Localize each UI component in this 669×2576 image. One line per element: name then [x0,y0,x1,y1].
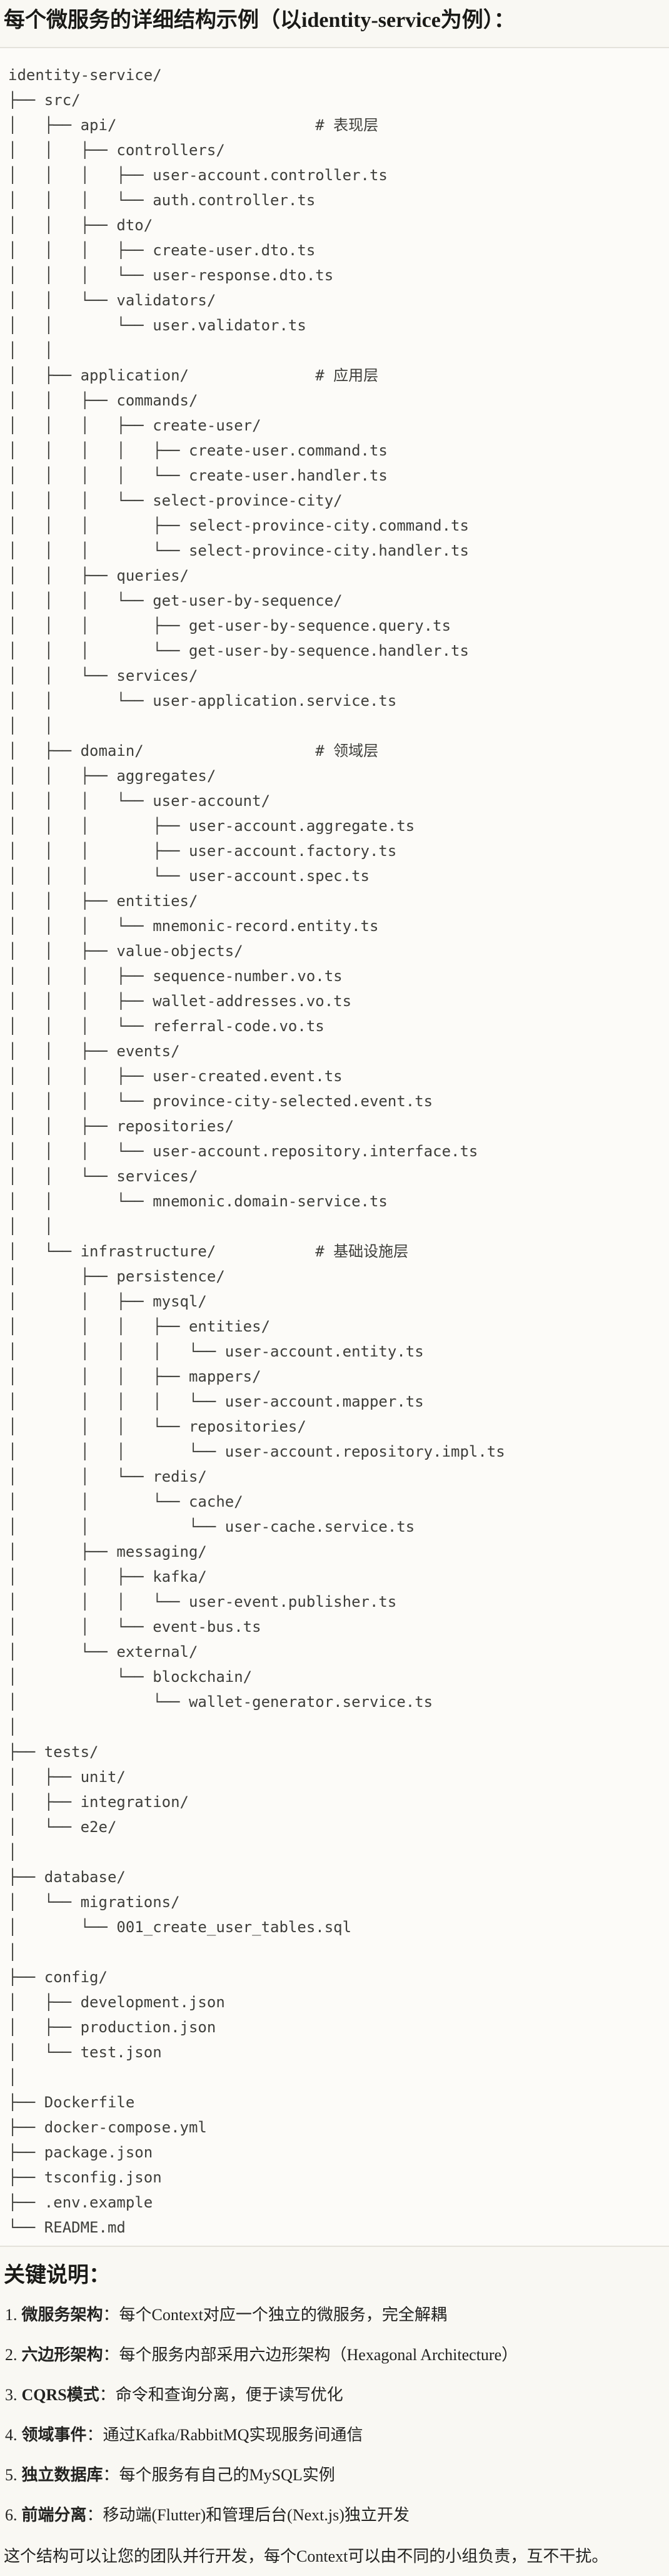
list-item-text: ：每个Context对应一个独立的微服务，完全解耦 [103,2306,447,2324]
notes-heading: 关键说明： [4,2264,110,2287]
list-item-text: ：移动端(Flutter)和管理后台(Next.js)独立开发 [86,2506,410,2524]
list-item: 6.前端分离：移动端(Flutter)和管理后台(Next.js)独立开发 [5,2503,663,2528]
directory-tree: identity-service/ ├── src/ │ ├── api/ # … [8,66,505,2236]
page-title: 每个微服务的详细结构示例（以identity-service为例）： [4,9,515,32]
list-item-number: 2. [5,2346,18,2364]
code-block: identity-service/ ├── src/ │ ├── api/ # … [0,47,669,2247]
list-item: 1.微服务架构：每个Context对应一个独立的微服务，完全解耦 [5,2303,663,2328]
list-item-label: 独立数据库 [21,2466,103,2484]
list-item: 2.六边形架构：每个服务内部采用六边形架构（Hexagonal Architec… [5,2343,663,2368]
list-item-label: 六边形架构 [21,2346,103,2364]
list-item-text: ：每个服务内部采用六边形架构（Hexagonal Architecture） [103,2346,518,2364]
list-item-text: ：每个服务有自己的MySQL实例 [103,2466,335,2484]
list-item-text: ：通过Kafka/RabbitMQ实现服务间通信 [86,2426,363,2444]
list-item-number: 1. [5,2306,18,2324]
list-item-number: 5. [5,2466,18,2484]
list-item-number: 4. [5,2426,18,2444]
list-item: 3.CQRS模式：命令和查询分离，便于读写优化 [5,2383,663,2408]
notes-section: 关键说明： 1.微服务架构：每个Context对应一个独立的微服务，完全解耦 2.… [0,2262,669,2569]
footer-paragraph: 这个结构可以让您的团队并行开发，每个Context可以由不同的小组负责，互不干扰… [4,2547,608,2565]
list-item: 5.独立数据库：每个服务有自己的MySQL实例 [5,2463,663,2488]
list-item-number: 3. [5,2386,18,2404]
list-item-label: 前端分离 [21,2506,87,2524]
list-item: 4.领域事件：通过Kafka/RabbitMQ实现服务间通信 [5,2423,663,2448]
list-item-label: 微服务架构 [21,2306,103,2324]
list-item-text: ：命令和查询分离，便于读写优化 [99,2386,343,2404]
list-item-label: 领域事件 [21,2426,87,2444]
list-item-label: CQRS模式 [21,2386,99,2404]
list-item-number: 6. [5,2506,18,2524]
